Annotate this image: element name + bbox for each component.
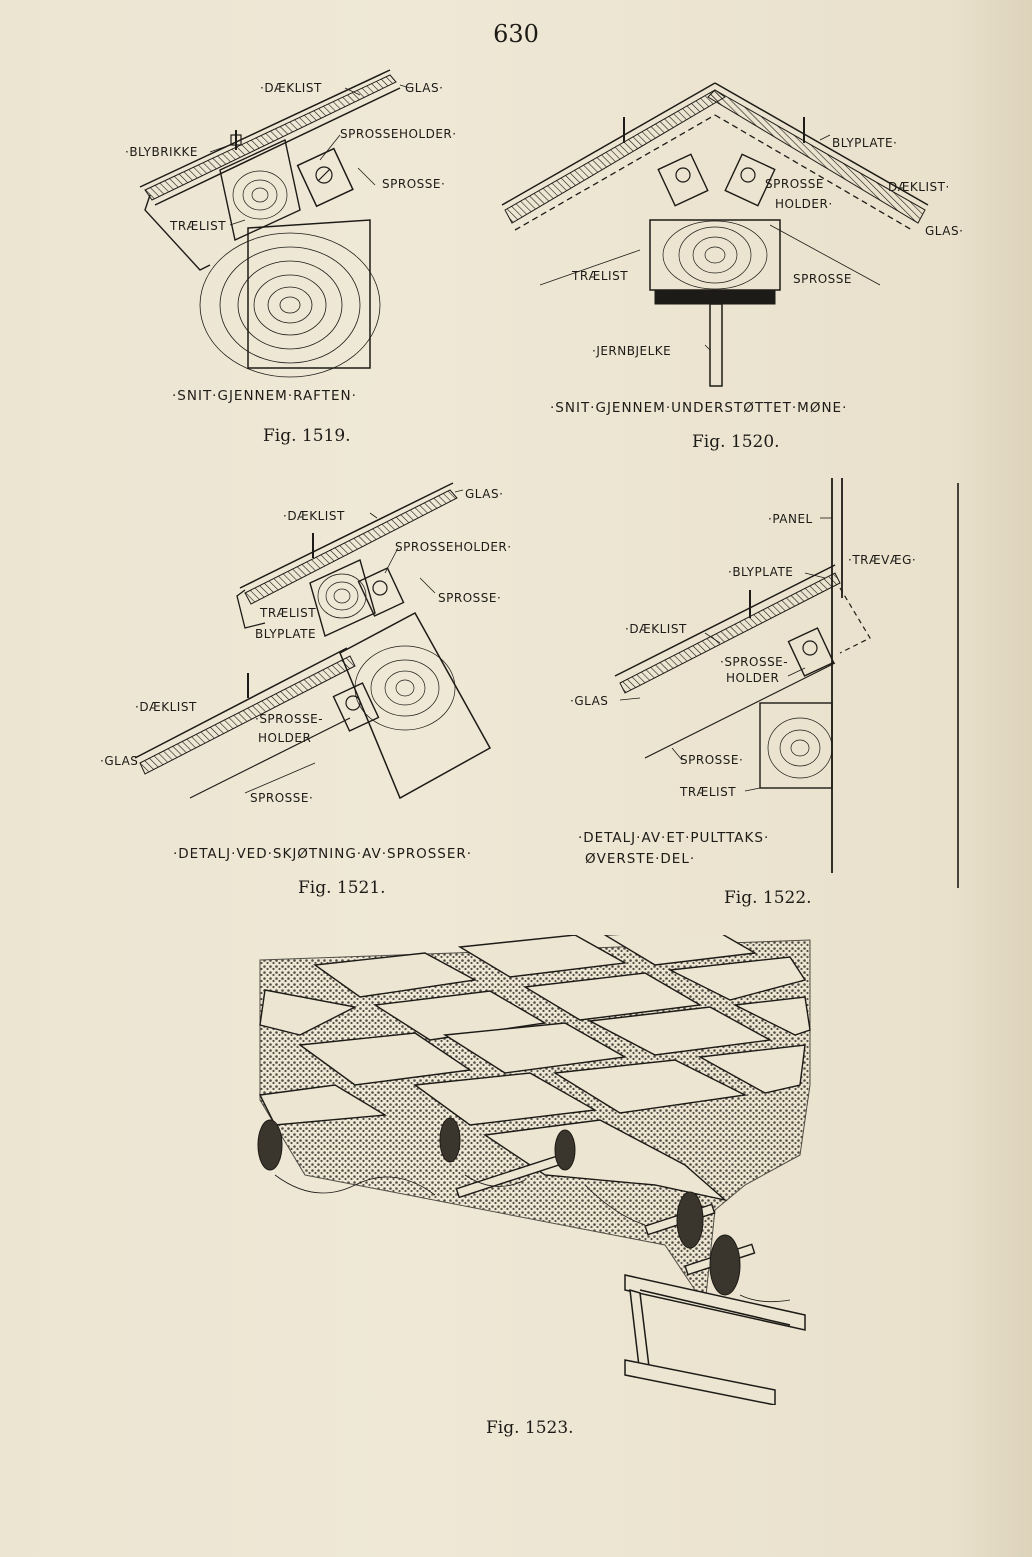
label-sprosse: SPROSSE· (382, 177, 445, 191)
label-glas-low: ·GLAS (100, 754, 138, 768)
fig1523-caption: Fig. 1523. (486, 1418, 574, 1438)
label-sprosse-low: SPROSSE· (250, 791, 313, 805)
fig1519-caption: Fig. 1519. (263, 426, 351, 446)
label-glas: GLAS· (925, 224, 963, 238)
label-sprosse: SPROSSE· (680, 753, 743, 767)
label-daeklist: ·DÆKLIST (260, 81, 322, 95)
glass-panes (258, 935, 811, 1202)
label-jernbjelke: ·JERNBJELKE (592, 344, 671, 358)
label-sprosseholder: SPROSSEHOLDER· (340, 127, 457, 141)
page-number: 630 (493, 20, 539, 48)
fig1522-subtitle-1: ·DETALJ·AV·ET·PULTTAKS· (578, 830, 769, 846)
label-sprosse-holder-1: SPROSSE (765, 177, 824, 191)
label-sprosse: SPROSSE (793, 272, 852, 286)
label-panel: ·PANEL (768, 512, 813, 526)
label-sprosseholder: SPROSSEHOLDER· (395, 540, 512, 554)
label-daeklist-low: ·DÆKLIST (135, 700, 197, 714)
label-glas: GLAS· (405, 81, 443, 95)
label-blyplate: ·BLYPLATE (728, 565, 793, 579)
fig1522-subtitle-2: ØVERSTE·DEL· (585, 851, 695, 867)
label-traevaeg: ·TRÆVÆG· (848, 553, 916, 567)
fig1521-subtitle: ·DETALJ·VED·SKJØTNING·AV·SPROSSER· (173, 846, 472, 862)
label-daeklist: ·DÆKLIST (625, 622, 687, 636)
label-daeklist: DÆKLIST· (888, 180, 950, 194)
label-daeklist-top: ·DÆKLIST (283, 509, 345, 523)
label-traelist: TRÆLIST (679, 785, 736, 799)
label-blyplate: BLYPLATE (255, 627, 316, 641)
label-blybrikke: ·BLYBRIKKE (125, 145, 198, 159)
label-traelist: TRÆLIST (571, 269, 628, 283)
figure-1520-drawing: BLYPLATE· SPROSSE HOLDER· DÆKLIST· GLAS·… (501, 82, 963, 416)
figure-1521-drawing: GLAS· ·DÆKLIST SPROSSEHOLDER· SPROSSE· T… (100, 482, 512, 862)
rafter-woodgrain (199, 232, 381, 378)
label-glas: ·GLAS (570, 694, 608, 708)
label-traelist: TRÆLIST (259, 606, 316, 620)
fig1521-caption: Fig. 1521. (298, 878, 386, 898)
fig1519-subtitle: ·SNIT·GJENNEM·RAFTEN· (172, 388, 357, 404)
figure-1519-drawing: ·DÆKLIST GLAS· ·BLYBRIKKE SPROSSEHOLDER·… (125, 69, 457, 404)
fig1520-subtitle: ·SNIT·GJENNEM·UNDERSTØTTET·MØNE· (550, 400, 847, 416)
label-sprosse-holder-1: ·SPROSSE- (720, 655, 788, 669)
fig1520-caption: Fig. 1520. (692, 432, 780, 452)
label-sprosse-top: SPROSSE· (438, 591, 501, 605)
fig1522-caption: Fig. 1522. (724, 888, 812, 908)
label-sprosse-holder-2: HOLDER (258, 731, 311, 745)
label-sprosse-holder-1: ·SPROSSE- (255, 712, 323, 726)
label-sprosse-holder-2: HOLDER (726, 671, 779, 685)
figure-1522-drawing: ·PANEL ·TRÆVÆG· ·BLYPLATE ·DÆKLIST ·SPRO… (570, 478, 959, 888)
label-blyplate: BLYPLATE· (832, 136, 897, 150)
figure-1523-drawing (257, 935, 811, 1405)
label-sprosse-holder-2: HOLDER· (775, 197, 833, 211)
steel-i-beam (624, 1274, 806, 1405)
label-glas-top: GLAS· (465, 487, 503, 501)
label-traelist: TRÆLIST (169, 219, 226, 233)
